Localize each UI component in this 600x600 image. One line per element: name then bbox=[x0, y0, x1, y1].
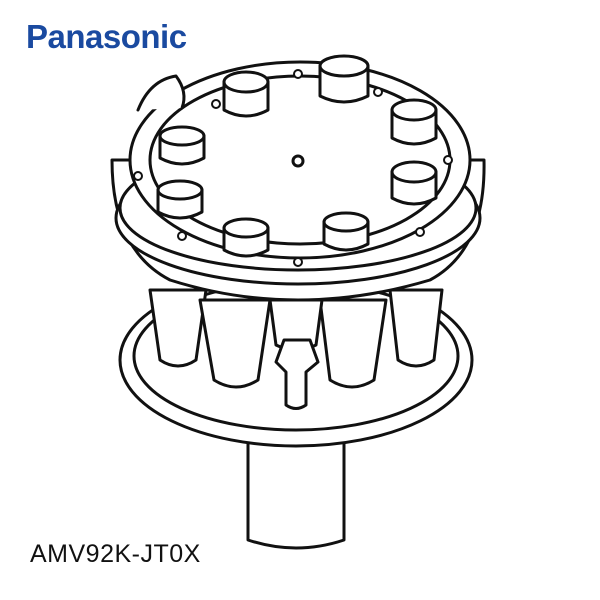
brand-logo: Panasonic bbox=[26, 18, 187, 55]
center-spout bbox=[274, 338, 320, 410]
cone-tubes bbox=[148, 288, 444, 389]
side-clip bbox=[136, 74, 186, 112]
rim-holes bbox=[133, 69, 453, 267]
cyclone-posts bbox=[156, 54, 438, 258]
center-hole bbox=[291, 154, 305, 168]
bottom-shaft bbox=[246, 438, 346, 550]
model-number: AMV92K-JT0X bbox=[30, 540, 201, 568]
